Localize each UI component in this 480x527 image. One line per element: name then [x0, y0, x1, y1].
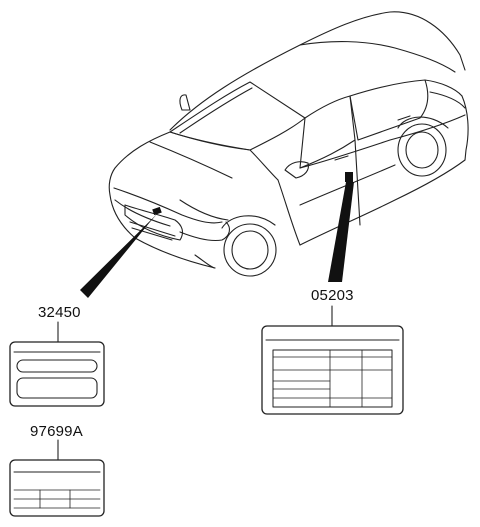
- label-05203-diagram: [261, 305, 404, 415]
- part-number-32450: 32450: [38, 304, 81, 321]
- marker-hood: [152, 206, 162, 216]
- car-body: [108, 11, 469, 269]
- leader-32450: [80, 214, 157, 298]
- part-number-05203: 05203: [311, 287, 354, 304]
- label-32450-diagram: [9, 321, 105, 407]
- front-wheel: [221, 215, 277, 277]
- marker-door: [345, 172, 353, 182]
- label-97699a-diagram: [9, 439, 105, 517]
- rear-wheel: [397, 116, 449, 177]
- part-number-97699a: 97699A: [30, 423, 83, 440]
- leader-05203: [328, 182, 354, 282]
